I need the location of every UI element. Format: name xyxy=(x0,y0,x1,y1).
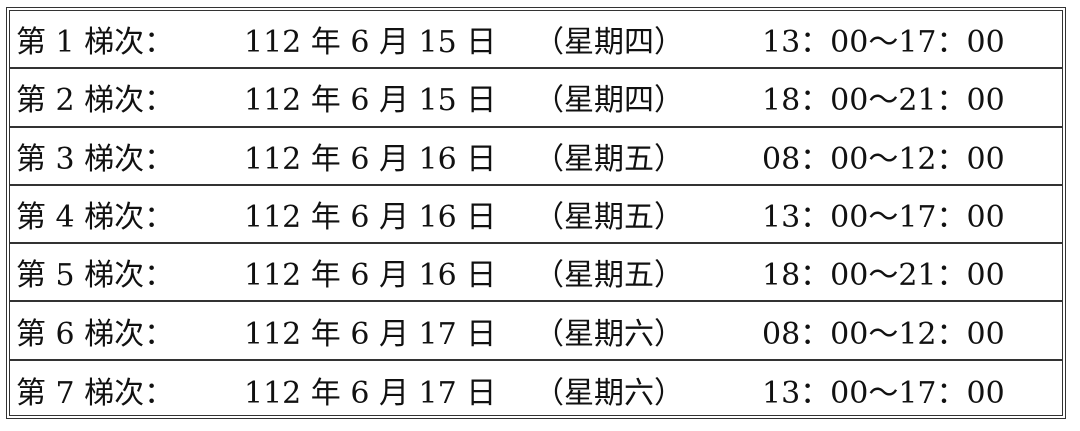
table-row: 第 4 梯次： 112 年 6 月 16 日 （星期五） 13：00～17：00 xyxy=(10,186,1062,245)
table-row: 第 2 梯次： 112 年 6 月 15 日 （星期四） 18：00～21：00 xyxy=(10,69,1062,128)
time-range: 13：00～17：00 xyxy=(762,25,1005,61)
time-range: 18：00～21：00 xyxy=(762,83,1005,119)
weekday: （星期四） xyxy=(534,25,684,61)
date: 112 年 6 月 17 日 xyxy=(244,375,497,411)
time-range: 08：00～12：00 xyxy=(762,316,1005,352)
date: 112 年 6 月 16 日 xyxy=(244,200,497,236)
time-range: 13：00～17：00 xyxy=(762,375,1005,411)
table-row: 第 5 梯次： 112 年 6 月 16 日 （星期五） 18：00～21：00 xyxy=(10,244,1062,303)
session-label: 第 6 梯次： xyxy=(16,316,175,352)
weekday: （星期五） xyxy=(534,258,684,294)
weekday: （星期五） xyxy=(534,141,684,177)
table-row: 第 7 梯次： 112 年 6 月 17 日 （星期六） 13：00～17：00 xyxy=(10,361,1062,419)
date: 112 年 6 月 16 日 xyxy=(244,141,497,177)
time-range: 08：00～12：00 xyxy=(762,141,1005,177)
time-range: 18：00～21：00 xyxy=(762,258,1005,294)
table-row: 第 3 梯次： 112 年 6 月 16 日 （星期五） 08：00～12：00 xyxy=(10,128,1062,186)
session-label: 第 4 梯次： xyxy=(16,200,175,236)
session-label: 第 7 梯次： xyxy=(16,375,175,411)
session-label: 第 2 梯次： xyxy=(16,83,175,119)
schedule-table: 第 1 梯次： 112 年 6 月 15 日 （星期四） 13：00～17：00 第 … xyxy=(6,7,1066,419)
weekday: （星期六） xyxy=(534,375,684,411)
weekday: （星期六） xyxy=(534,316,684,352)
weekday: （星期五） xyxy=(534,200,684,236)
date: 112 年 6 月 17 日 xyxy=(244,316,497,352)
session-label: 第 3 梯次： xyxy=(16,141,175,177)
weekday: （星期四） xyxy=(534,83,684,119)
table-row: 第 6 梯次： 112 年 6 月 17 日 （星期六） 08：00～12：00 xyxy=(10,302,1062,361)
date: 112 年 6 月 16 日 xyxy=(244,258,497,294)
session-label: 第 5 梯次： xyxy=(16,258,175,294)
session-label: 第 1 梯次： xyxy=(16,25,175,61)
date: 112 年 6 月 15 日 xyxy=(244,83,497,119)
table-row: 第 1 梯次： 112 年 6 月 15 日 （星期四） 13：00～17：00 xyxy=(10,11,1062,70)
time-range: 13：00～17：00 xyxy=(762,200,1005,236)
date: 112 年 6 月 15 日 xyxy=(244,25,497,61)
